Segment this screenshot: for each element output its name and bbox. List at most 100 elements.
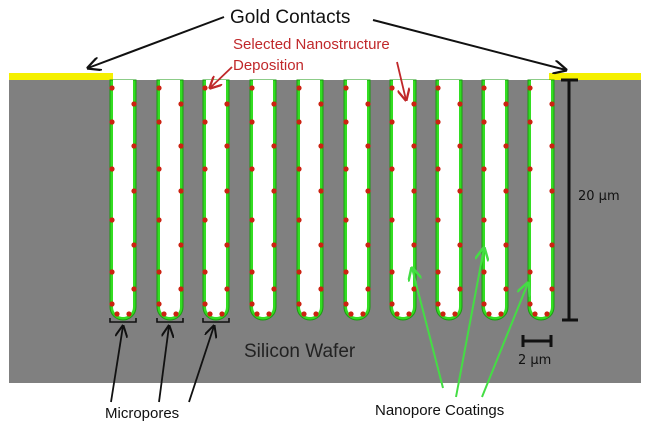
nanoparticle-dot [457, 188, 463, 194]
nanoparticle-dot [411, 101, 417, 107]
nanoparticle-dot [549, 188, 555, 194]
micropore [202, 79, 230, 321]
nanoparticle-dot [457, 143, 463, 149]
pore-cavity [160, 80, 180, 317]
nanoparticle-dot [224, 143, 230, 149]
micropores-label: Micropores [105, 405, 179, 422]
nanoparticle-dot [503, 188, 509, 194]
nanoparticle-dot [365, 242, 371, 248]
micropore [435, 79, 463, 321]
nanoparticle-dot [406, 311, 412, 317]
nanoparticle-dot [271, 101, 277, 107]
nanoparticle-dot [296, 85, 302, 91]
pore-cavity [253, 80, 273, 317]
pore-cavity [113, 80, 133, 317]
nanoparticle-dot [202, 119, 208, 125]
nanoparticle-dot [435, 269, 441, 275]
nanoparticle-dot [156, 301, 162, 307]
micropores-arrow-2 [158, 326, 169, 403]
nanoparticle-dot [486, 311, 492, 317]
pore-cavity [206, 80, 226, 317]
micropores-group [109, 79, 555, 321]
micropore [481, 79, 509, 321]
gold-contacts-arrow-left [88, 16, 225, 68]
nanoparticle-dot [202, 166, 208, 172]
selected-nanostructure-label-line2: Deposition [233, 57, 304, 74]
nanoparticle-dot [131, 101, 137, 107]
nanoparticle-dot [178, 242, 184, 248]
nanoparticle-dot [271, 188, 277, 194]
pore-cavity [439, 80, 459, 317]
nanoparticle-dot [224, 286, 230, 292]
nanoparticle-dot [126, 311, 132, 317]
silicon-wafer-label: Silicon Wafer [244, 341, 356, 362]
nanoparticle-dot [549, 286, 555, 292]
nanoparticle-dot [457, 242, 463, 248]
nanoparticle-dot [313, 311, 319, 317]
nanoparticle-dot [249, 119, 255, 125]
nanoparticle-dot [224, 101, 230, 107]
nanoparticle-dot [532, 311, 538, 317]
nanoparticle-dot [109, 85, 115, 91]
nanoparticle-dot [296, 166, 302, 172]
nanoparticle-dot [389, 217, 395, 223]
nanoparticle-dot [109, 301, 115, 307]
nanoparticle-dot [156, 166, 162, 172]
nanoparticle-dot [481, 166, 487, 172]
nanoparticle-dot [411, 242, 417, 248]
nanoparticle-dot [296, 301, 302, 307]
nanoparticle-dot [452, 311, 458, 317]
micropore [156, 79, 184, 321]
micropore [249, 79, 277, 321]
nanoparticle-dot [527, 119, 533, 125]
nanoparticle-dot [527, 301, 533, 307]
nanoparticle-dot [173, 311, 179, 317]
nanoparticle-dot [296, 269, 302, 275]
nanoparticle-dot [131, 286, 137, 292]
nanopore-coatings-arrow-3 [481, 283, 528, 398]
micropore-bracket [109, 318, 137, 323]
gold-contact-left [9, 73, 113, 80]
nanoparticle-dot [271, 242, 277, 248]
nanoparticle-dot [365, 101, 371, 107]
nanoparticle-dot [202, 85, 208, 91]
nanoparticle-dot [224, 188, 230, 194]
nanoparticle-dot [481, 85, 487, 91]
nanoparticle-dot [109, 269, 115, 275]
nanoparticle-dot [254, 311, 260, 317]
selected-deposition-arrow-left [210, 66, 233, 88]
pore-cavity [300, 80, 320, 317]
nanoparticle-dot [178, 188, 184, 194]
nanoparticle-dot [318, 242, 324, 248]
scale-horizontal-label: 2 μm [518, 353, 551, 368]
nanoparticle-dot [249, 301, 255, 307]
nanoparticle-dot [503, 242, 509, 248]
nanoparticle-dot [503, 101, 509, 107]
gold-contacts-label: Gold Contacts [230, 7, 350, 28]
nanoparticle-dot [435, 301, 441, 307]
scale-bar-horizontal [521, 335, 553, 347]
nanoparticle-dot [271, 286, 277, 292]
nanoparticle-dot [318, 143, 324, 149]
micropores-arrow-3 [188, 326, 214, 403]
nanoparticle-dot [178, 286, 184, 292]
nanoparticle-dot [114, 311, 120, 317]
nanoparticle-dot [271, 143, 277, 149]
nanopore-coatings-label: Nanopore Coatings [375, 402, 504, 419]
nanopore-coatings-arrow-1 [412, 268, 444, 389]
nanoparticle-dot [527, 85, 533, 91]
nanoparticle-dot [202, 217, 208, 223]
nanoparticle-dot [481, 301, 487, 307]
nanoparticle-dot [435, 85, 441, 91]
nanoparticle-dot [156, 217, 162, 223]
nanoparticle-dot [343, 119, 349, 125]
nanoparticle-dot [318, 286, 324, 292]
nanoparticle-dot [296, 217, 302, 223]
pore-cavity [531, 80, 551, 317]
nanoparticle-dot [389, 119, 395, 125]
nanoparticle-dot [435, 217, 441, 223]
nanoparticle-dot [131, 188, 137, 194]
nanoparticle-dot [219, 311, 225, 317]
scale-bar-vertical [561, 78, 578, 322]
nanoparticle-dot [411, 143, 417, 149]
